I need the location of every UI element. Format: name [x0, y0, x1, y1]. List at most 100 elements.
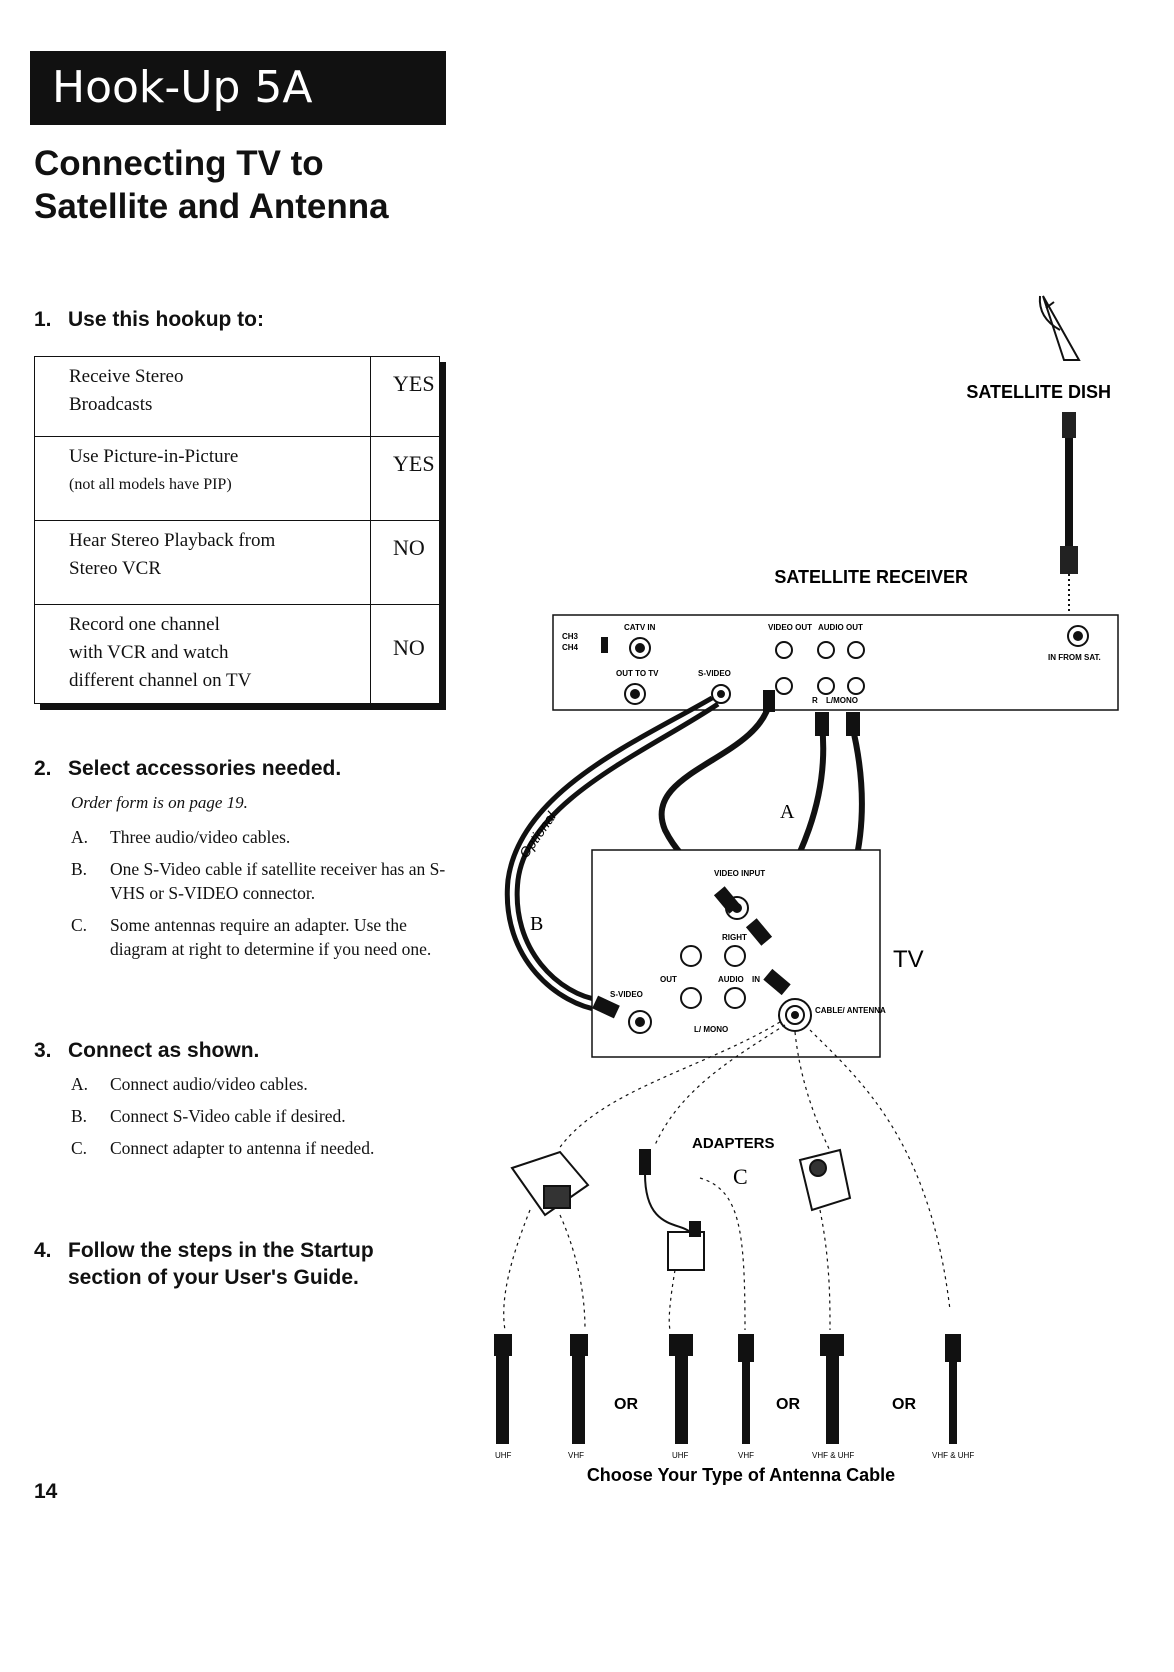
or-labels: OR OR OR: [614, 1396, 916, 1413]
answer-cell: NO: [370, 604, 440, 704]
list-item: A. Three audio/video cables.: [71, 825, 461, 849]
step4-number: 4.: [34, 1239, 52, 1262]
out-label: OUT: [660, 975, 677, 984]
or-label: OR: [776, 1396, 800, 1413]
item-letter: C.: [71, 1138, 88, 1158]
item-text: One S-Video cable if satellite receiver …: [110, 859, 446, 903]
in-from-sat-label: IN FROM SAT.: [1048, 653, 1101, 662]
step4-heading-line-2: section of your User's Guide.: [68, 1266, 359, 1289]
l-mono-label: L/MONO: [826, 696, 858, 705]
tv-label: TV: [893, 946, 924, 973]
satellite-dish-label: SATELLITE DISH: [966, 382, 1111, 402]
twin-lead-and-coax-icon: [669, 1334, 754, 1444]
task-text: Receive Stereo: [69, 366, 184, 387]
dish-cable: [1060, 412, 1078, 614]
task-cell: Record one channel with VCR and watch di…: [34, 604, 371, 704]
label-b: B: [530, 913, 543, 935]
item-letter: A.: [71, 1074, 89, 1094]
cable-antenna-label: CABLE/ ANTENNA: [815, 1006, 886, 1015]
adapter-icons: [510, 1148, 852, 1271]
task-cell: Use Picture-in-Picture (not all models h…: [34, 436, 371, 521]
adapter-to-cable-links: [503, 1177, 831, 1331]
ch3-label: CH3: [562, 632, 579, 641]
vhf-label: VHF: [568, 1451, 584, 1460]
twin-lead-combined-icon: [820, 1334, 844, 1444]
adapter-links: [557, 1021, 951, 1311]
task-text: Stereo VCR: [69, 558, 162, 579]
task-text: Hear Stereo Playback from: [69, 530, 276, 551]
page-number: 14: [34, 1480, 58, 1503]
ch4-label: CH4: [562, 643, 579, 652]
tv-svideo-label: S-VIDEO: [610, 990, 643, 999]
list-item: A. Connect audio/video cables.: [71, 1072, 391, 1096]
satellite-dish-icon: [1038, 295, 1081, 361]
coax-cable-icon: [945, 1334, 961, 1444]
adapters-label: ADAPTERS: [692, 1135, 775, 1152]
title-line-2: Satellite and Antenna: [34, 187, 389, 226]
title-line-1: Connecting TV to: [34, 144, 324, 183]
right-label: RIGHT: [722, 933, 747, 942]
task-note: (not all models have PIP): [69, 476, 232, 493]
vhf-uhf-label: VHF & UHF: [932, 1451, 974, 1460]
in-label: IN: [752, 975, 760, 984]
item-letter: A.: [71, 827, 89, 847]
video-input-label: VIDEO INPUT: [714, 869, 765, 878]
av-plugs: [763, 690, 860, 736]
receiver-jacks: [601, 625, 1089, 705]
item-text: Connect S-Video cable if desired.: [110, 1106, 346, 1126]
receiver-port-labels: CH3 CH4 CATV IN OUT TO TV S-VIDEO VIDEO …: [562, 623, 1101, 705]
video-out-label: VIDEO OUT: [768, 623, 812, 632]
tv-jacks: [628, 896, 812, 1034]
or-label: OR: [892, 1396, 916, 1413]
item-text: Some antennas require an adapter. Use th…: [110, 915, 432, 959]
list-item: B.Connect S-Video cable if desired.: [71, 1104, 391, 1128]
vhf-uhf-label: VHF & UHF: [812, 1451, 854, 1460]
order-form-note: Order form is on page 19.: [71, 793, 248, 812]
step3-heading-text: Connect as shown.: [68, 1039, 260, 1062]
audio-label: AUDIO: [718, 975, 744, 984]
svideo-cable: [504, 695, 720, 1013]
table-row: Receive Stereo Broadcasts YES: [34, 356, 440, 437]
satellite-receiver-panel: [552, 614, 1119, 711]
receiver-svideo-label: S-VIDEO: [698, 669, 731, 678]
r-label: R: [812, 696, 818, 705]
step2-heading: 2.Select accessories needed.: [34, 755, 341, 782]
step2-list: A. Three audio/video cables. B.One S-Vide…: [71, 825, 461, 969]
page-title: Connecting TV to Satellite and Antenna: [34, 142, 389, 228]
task-text: with VCR and watch: [69, 642, 229, 663]
tv-port-labels: VIDEO INPUT RIGHT OUT AUDIO IN S-VIDEO L…: [610, 869, 886, 1034]
list-item: B.One S-Video cable if satellite receive…: [71, 857, 461, 905]
step1-heading: 1. Use this hookup to:: [34, 306, 264, 333]
tv-plugs: [592, 886, 791, 1019]
item-letter: C.: [71, 915, 88, 935]
item-text: Connect adapter to antenna if needed.: [110, 1138, 375, 1158]
step1-number: 1.: [34, 308, 52, 331]
task-cell: Hear Stereo Playback from Stereo VCR: [34, 520, 371, 605]
answer-cell: YES: [370, 356, 440, 437]
task-cell: Receive Stereo Broadcasts: [34, 356, 371, 437]
step3-number: 3.: [34, 1039, 52, 1062]
item-text: Three audio/video cables.: [110, 827, 291, 847]
step3-list: A. Connect audio/video cables. B.Connect …: [71, 1072, 391, 1168]
task-text: Use Picture-in-Picture: [69, 446, 239, 467]
label-a: A: [780, 801, 795, 823]
out-to-tv-label: OUT TO TV: [616, 669, 659, 678]
step3-heading: 3. Connect as shown.: [34, 1037, 259, 1064]
step4-heading-line-1: Follow the steps in the Startup: [68, 1239, 374, 1262]
task-text: Broadcasts: [69, 394, 153, 415]
step4-heading: 4. Follow the steps in the Startup sectio…: [34, 1237, 374, 1291]
antenna-cable-options: [494, 1334, 961, 1444]
satellite-receiver-label: SATELLITE RECEIVER: [774, 567, 968, 587]
antenna-cable-caption: Choose Your Type of Antenna Cable: [587, 1465, 895, 1485]
uhf-label: UHF: [672, 1451, 689, 1460]
answer-cell: NO: [370, 520, 440, 605]
step1-heading-text: Use this hookup to:: [68, 308, 264, 331]
step2-number: 2.: [34, 757, 52, 780]
item-text: Connect audio/video cables.: [110, 1074, 308, 1094]
or-label: OR: [614, 1396, 638, 1413]
twin-lead-cable-icon: [494, 1334, 588, 1444]
task-text: Record one channel: [69, 614, 220, 635]
cable-type-labels: UHF VHF UHF VHF VHF & UHF VHF & UHF: [495, 1451, 974, 1460]
vhf-label: VHF: [738, 1451, 754, 1460]
